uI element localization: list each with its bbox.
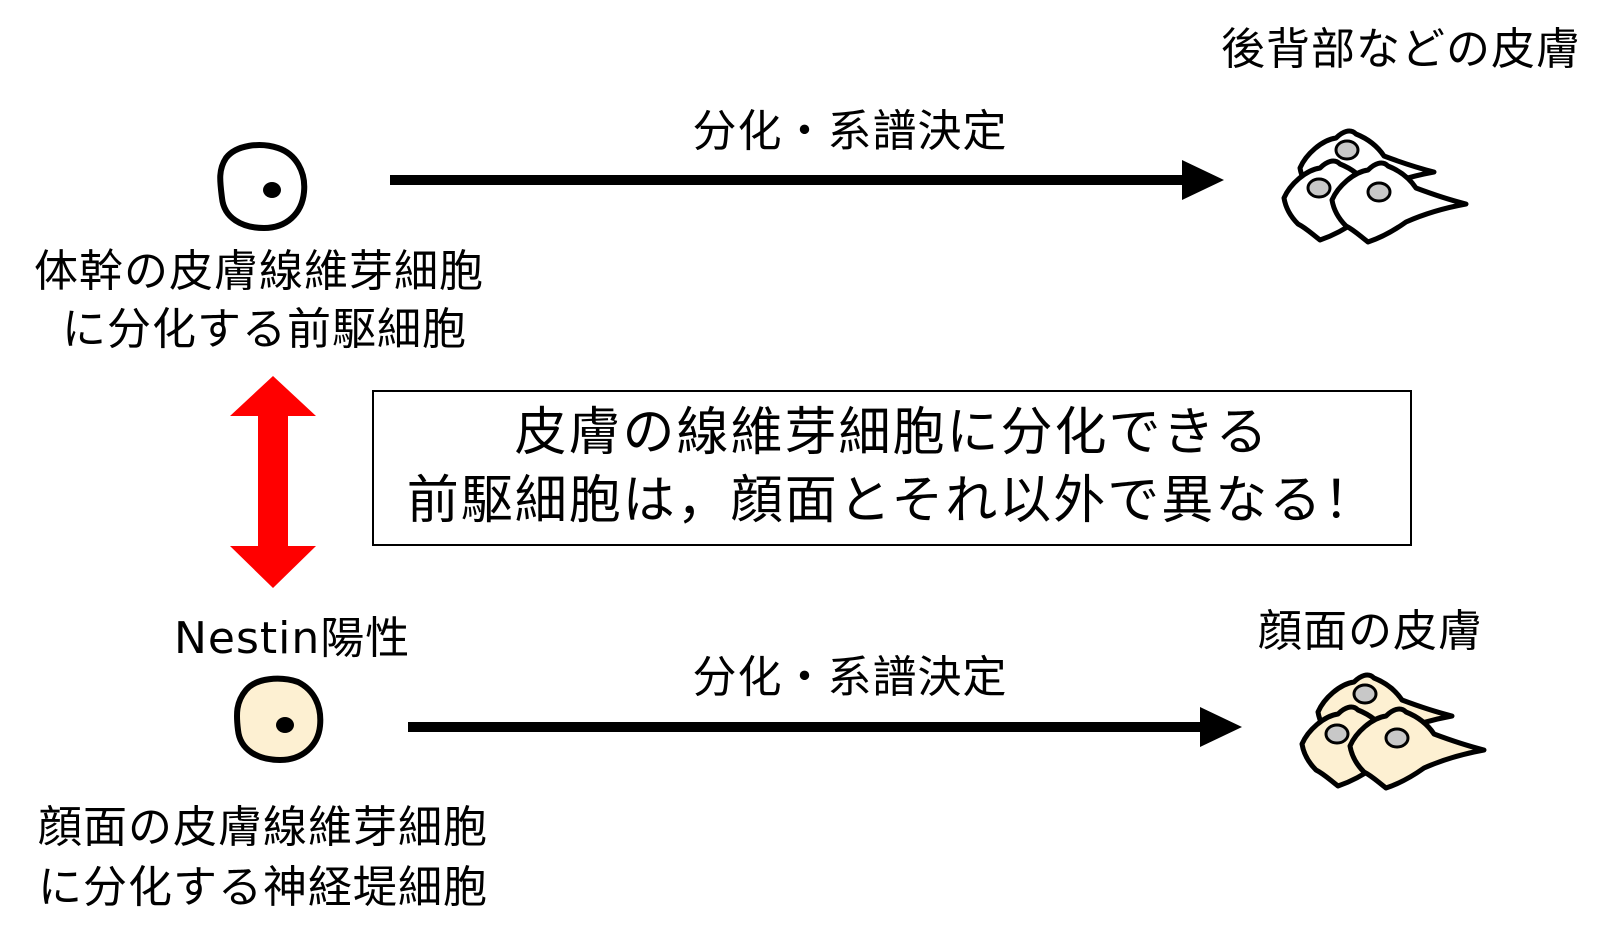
bottom-differentiation-arrow-icon: [408, 707, 1242, 747]
top-progenitor-cell-icon: [217, 142, 308, 231]
bottom-marker-label: Nestin陽性: [174, 613, 411, 664]
top-target-label: 後背部などの皮膚: [1221, 24, 1581, 75]
bottom-fibroblast-cluster-icon: [1302, 675, 1484, 788]
bottom-progenitor-cell-icon: [234, 675, 324, 763]
top-arrow-label: 分化・系譜決定: [692, 106, 1008, 157]
bottom-target-label: 顔面の皮膚: [1258, 606, 1483, 657]
conclusion-line2: 前駆細胞は，顔面とそれ以外で異なる！: [406, 471, 1378, 531]
conclusion-line1: 皮膚の線維芽細胞に分化できる: [514, 403, 1270, 463]
top-fibroblast-cluster-icon: [1284, 131, 1466, 242]
top-source-label-line2: に分化する前駆細胞: [62, 304, 467, 355]
top-differentiation-arrow-icon: [390, 160, 1224, 200]
bottom-source-label-line1: 顔面の皮膚線維芽細胞: [38, 802, 488, 853]
bottom-source-label-line2: に分化する神経堤細胞: [38, 862, 488, 913]
bottom-arrow-label: 分化・系譜決定: [692, 652, 1008, 703]
comparison-double-arrow-icon: [230, 376, 316, 588]
top-source-label-line1: 体幹の皮膚線維芽細胞: [34, 246, 484, 297]
conclusion-callout-box: 皮膚の線維芽細胞に分化できる 前駆細胞は，顔面とそれ以外で異なる！: [372, 390, 1412, 546]
